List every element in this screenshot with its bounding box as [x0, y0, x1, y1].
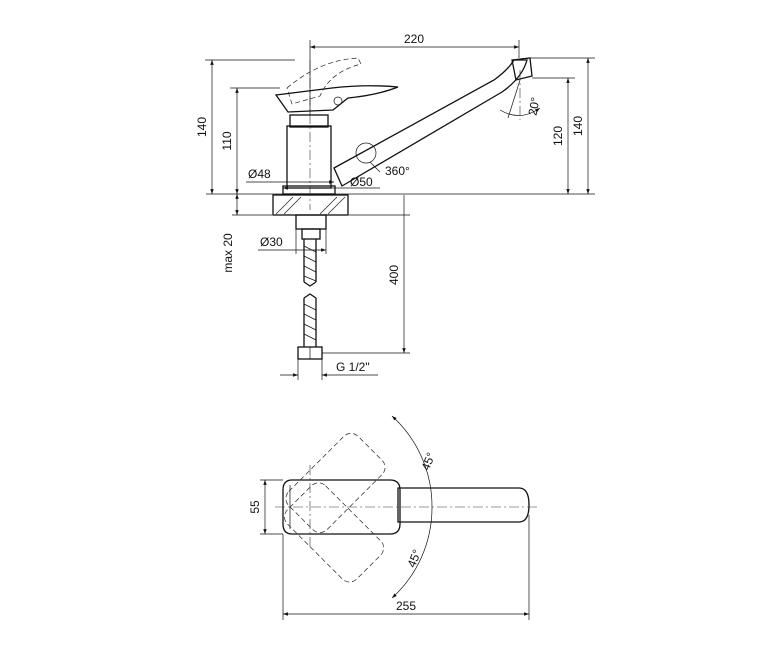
spout-swivel-mark [355, 142, 377, 164]
lever-handle [274, 85, 399, 113]
arc-45-bottom [391, 506, 433, 599]
lever-raised-outline [286, 57, 362, 105]
lever-rotated-up [285, 433, 386, 533]
dim-220-label: 220 [404, 32, 424, 46]
dim-110-label: 110 [220, 131, 234, 150]
spout-tilt-line [507, 79, 521, 119]
dim-d50-label: Ø50 [350, 175, 373, 189]
dim-max20-label: max 20 [221, 233, 235, 273]
dim-255-label: 255 [396, 599, 416, 613]
body-cap [289, 114, 329, 128]
flex-hose [303, 239, 317, 347]
dim-d30-label: Ø30 [260, 235, 283, 249]
lever-pivot [333, 96, 343, 106]
dim-55-label: 55 [248, 500, 262, 514]
dim-400-label: 400 [387, 265, 401, 285]
rotation-label: 360° [385, 164, 410, 178]
angle-45-bottom-label: 45° [404, 547, 424, 569]
rotation-leader [369, 161, 381, 173]
base-ring [282, 185, 336, 195]
arc-45-top [391, 415, 433, 508]
shank [295, 214, 327, 230]
tilt-arc [499, 107, 541, 116]
mixer-body [286, 125, 332, 189]
dim-120-label: 120 [551, 126, 565, 146]
dim-140-left-label: 140 [195, 117, 209, 137]
top-view: 45° 45° 55 255 [248, 415, 540, 620]
dim-140-right-label: 140 [571, 116, 585, 136]
top-spout [397, 487, 530, 523]
side-view: 220 140 110 140 120 20° 360° Ø48 Ø50 max… [195, 32, 595, 380]
tilt-angle-label: 20° [526, 96, 543, 116]
lever-rotated-down [284, 482, 384, 583]
dim-d48-label: Ø48 [248, 167, 271, 181]
spout-aerator [511, 57, 533, 81]
spout [333, 59, 528, 187]
angle-45-top-label: 45° [418, 450, 438, 472]
dim-thread-label: G 1/2" [336, 360, 370, 374]
shank-end [301, 228, 321, 240]
nut-hatching [275, 196, 346, 215]
top-lever-body [282, 479, 401, 535]
